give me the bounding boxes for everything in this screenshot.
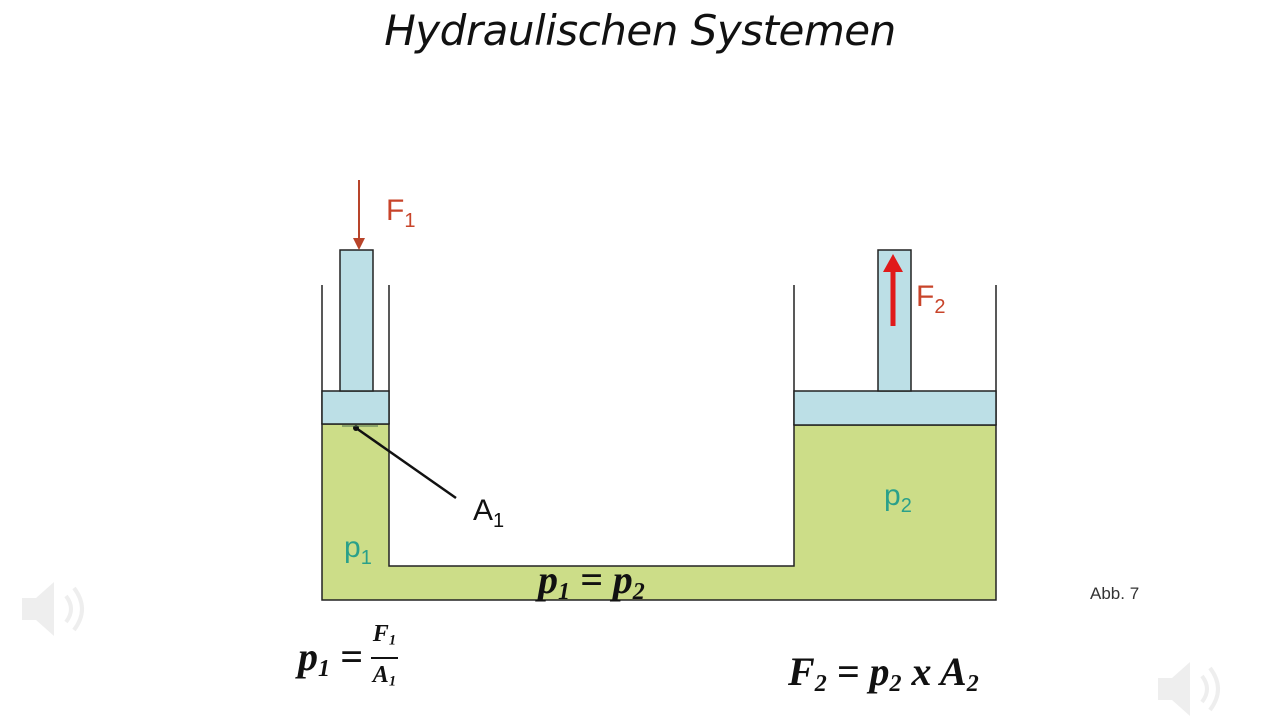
force2-label: F2 (916, 280, 945, 318)
equation-pressure-definition: p1 = F1 A1 (298, 620, 399, 695)
force2-arrowhead (883, 254, 903, 272)
equation-force-output: F2 = p2 x A2 (788, 649, 979, 697)
speaker-icon[interactable] (14, 574, 104, 644)
force1-arrowhead (353, 238, 365, 250)
fraction-numerator: F1 (370, 620, 399, 659)
fraction: F1 A1 (370, 620, 399, 695)
left-piston-rod (339, 249, 374, 392)
page-title: Hydraulischen Systemen (384, 6, 896, 55)
figure-label: Abb. 7 (1090, 584, 1140, 603)
hydraulic-fluid (321, 423, 997, 601)
speaker-icon[interactable] (1150, 654, 1240, 720)
area1-label: A1 (473, 494, 504, 532)
equation-pressure-equal: p1 = p2 (538, 557, 645, 605)
pressure1-label: p1 (344, 531, 372, 569)
area1-pointer (355, 426, 457, 500)
pressure2-label: p2 (884, 479, 912, 517)
fraction-denominator: A1 (372, 661, 397, 690)
right-piston-head (793, 390, 997, 426)
force1-label: F1 (386, 194, 415, 232)
left-piston-head (321, 390, 390, 425)
